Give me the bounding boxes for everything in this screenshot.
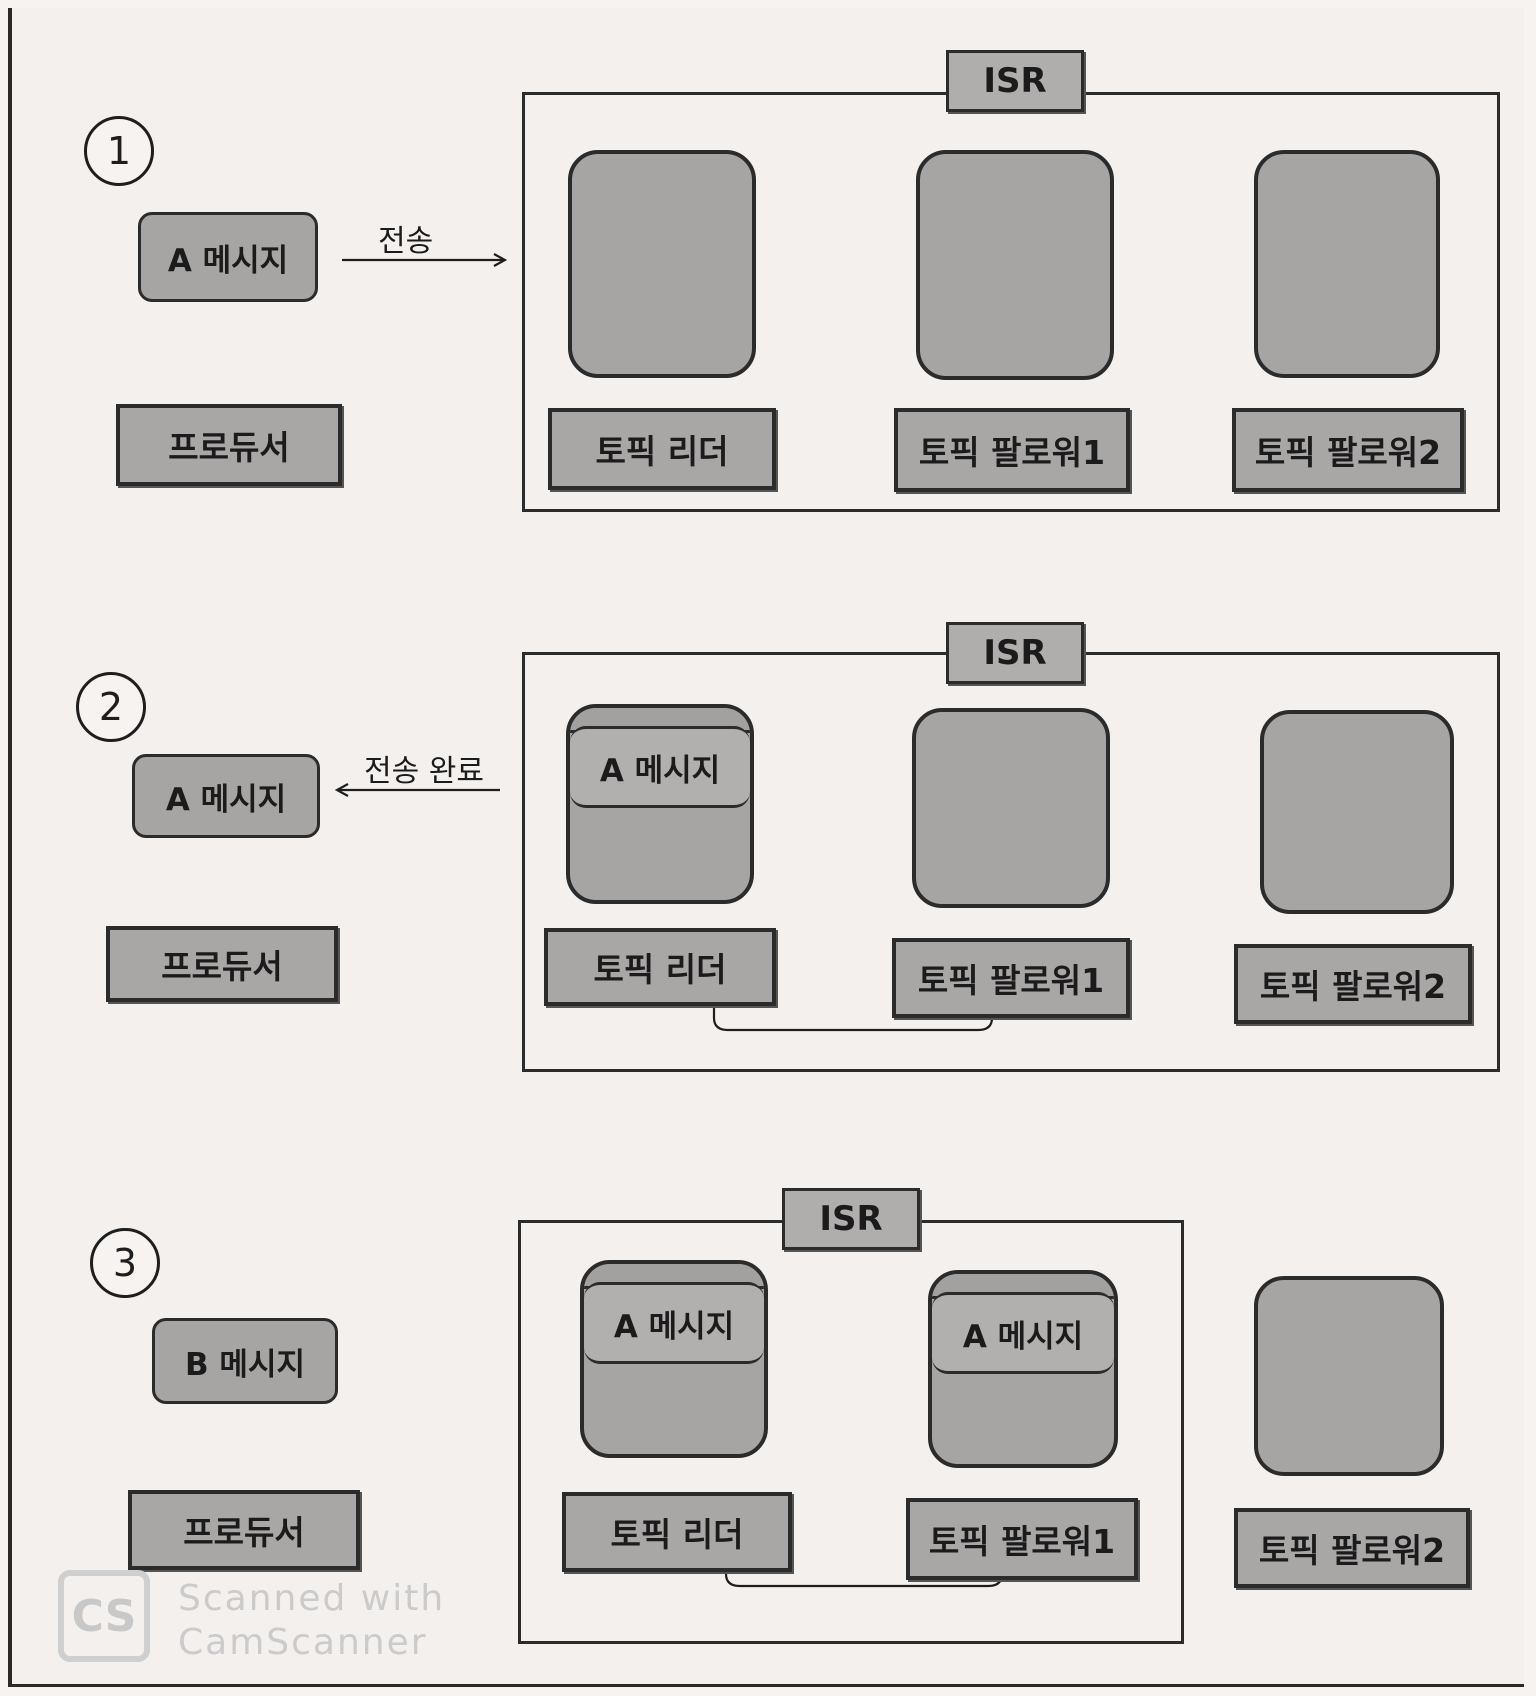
step2-follower1-storage xyxy=(912,708,1110,908)
step3-follower1-label: 토픽 팔로워1 xyxy=(906,1498,1138,1580)
step2-isr-label: ISR xyxy=(946,622,1084,684)
step3-follower2-label: 토픽 팔로워2 xyxy=(1234,1508,1470,1588)
camscanner-logo-icon: CS xyxy=(58,1570,150,1662)
step3-message-box: B 메시지 xyxy=(152,1318,338,1404)
step2-arrow-label: 전송 완료 xyxy=(364,754,484,789)
step-number-1: 1 xyxy=(84,116,154,186)
step2-leader-stored-message: A 메시지 xyxy=(570,726,750,808)
step1-follower2-label: 토픽 팔로워2 xyxy=(1232,408,1464,492)
step1-producer: 프로듀서 xyxy=(116,404,342,486)
watermark-line-1: Scanned with xyxy=(178,1578,446,1619)
step2-leader-label: 토픽 리더 xyxy=(544,928,776,1006)
step1-follower1-storage xyxy=(916,150,1114,380)
step2-follower1-label: 토픽 팔로워1 xyxy=(892,938,1130,1018)
step3-follower2-storage xyxy=(1254,1276,1444,1476)
step3-leader-label: 토픽 리더 xyxy=(562,1492,792,1572)
step1-follower2-storage xyxy=(1254,150,1440,378)
step3-leader-storage: A 메시지 xyxy=(580,1260,768,1458)
step1-arrow-label: 전송 xyxy=(378,224,434,259)
step2-follower2-storage xyxy=(1260,710,1454,914)
step1-message-box: A 메시지 xyxy=(138,212,318,302)
step2-follower2-label: 토픽 팔로워2 xyxy=(1234,944,1472,1024)
step3-producer: 프로듀서 xyxy=(128,1490,360,1570)
step-number-3: 3 xyxy=(90,1228,160,1298)
step3-follower1-stored-message: A 메시지 xyxy=(932,1292,1114,1374)
step3-leader-stored-message: A 메시지 xyxy=(584,1282,764,1364)
step3-follower1-storage: A 메시지 xyxy=(928,1270,1118,1468)
watermark-line-2: CamScanner xyxy=(178,1622,428,1663)
step1-follower1-label: 토픽 팔로워1 xyxy=(894,408,1130,492)
step2-message-box: A 메시지 xyxy=(132,754,320,838)
diagram-page: 1 A 메시지 전송 프로듀서 ISR 토픽 리더 토픽 팔로워1 토픽 팔로워… xyxy=(8,8,1524,1687)
step2-leader-storage: A 메시지 xyxy=(566,704,754,904)
step3-isr-label: ISR xyxy=(782,1188,920,1250)
step2-producer: 프로듀서 xyxy=(106,926,338,1002)
step-number-2: 2 xyxy=(76,672,146,742)
step1-isr-label: ISR xyxy=(946,50,1084,112)
step1-leader-label: 토픽 리더 xyxy=(548,408,776,490)
step1-leader-storage xyxy=(568,150,756,378)
